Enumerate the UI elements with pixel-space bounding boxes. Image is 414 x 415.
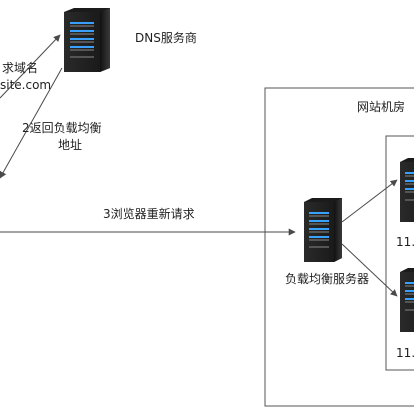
arrow-lb-to-server-bottom [341,243,398,297]
load-balancer-label: 负载均衡服务器 [285,272,370,286]
load-balancer-server-icon [304,198,342,262]
server-bottom-label: 11… [396,346,414,360]
server-bottom-icon [400,268,414,332]
dns-server-icon [64,8,110,72]
return-lb-label-line1: 2返回负载均衡 [22,121,102,135]
arrow-return-lb [0,67,63,179]
dns-label: DNS服务商 [135,31,197,45]
machine-room-label: 网站机房 [357,100,406,114]
server-top-icon [400,158,414,222]
arrow-request-domain [0,34,61,99]
browser-rerequest-label: 3浏览器重新请求 [103,207,195,221]
request-domain-label-line2: site.com [0,78,52,92]
server-rack-box [385,135,414,371]
server-top-label: 11… [396,235,414,249]
request-domain-label-line1: 求域名 [2,61,39,75]
return-lb-label-line2: 地址 [58,138,83,152]
arrow-lb-to-server-top [341,179,398,223]
machine-room-box [264,87,414,407]
